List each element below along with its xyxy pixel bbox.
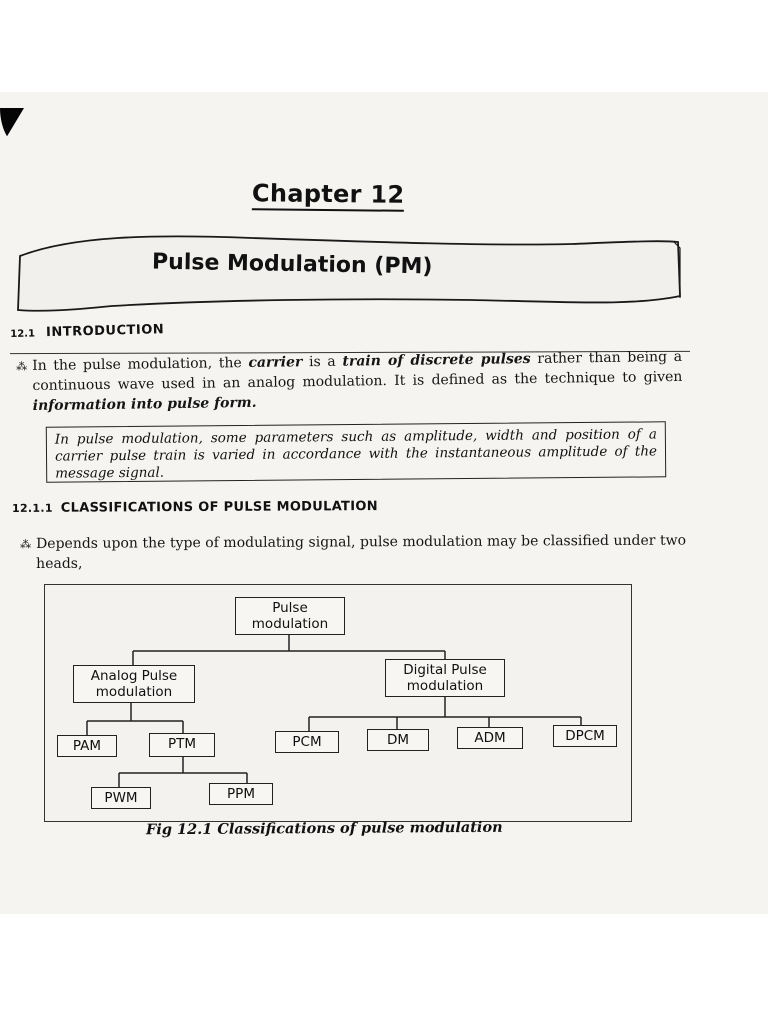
- node-ptm: PTM: [149, 733, 215, 757]
- node-dm: DM: [367, 729, 429, 751]
- node-label: Analog Pulse: [90, 668, 178, 684]
- node-pulse-modulation: Pulse modulation: [235, 597, 345, 635]
- intro-paragraph: ⁂ In the pulse modulation, the carrier i…: [16, 347, 683, 416]
- node-label: modulation: [406, 678, 484, 694]
- intro-info: information into pulse form.: [32, 394, 257, 414]
- node-pwm: PWM: [91, 787, 151, 809]
- node-dpcm: DPCM: [553, 725, 617, 747]
- diagram-connectors: [86, 633, 582, 787]
- subsection-number: 12.1.1: [11, 501, 53, 515]
- section-title: INTRODUCTION: [45, 322, 165, 341]
- figure-caption: Fig 12.1 Classifications of pulse modula…: [145, 818, 503, 839]
- node-adm: ADM: [457, 727, 523, 749]
- subsection-title: CLASSIFICATIONS OF PULSE MODULATION: [60, 499, 378, 516]
- title-banner: Pulse Modulation (PM): [12, 226, 682, 320]
- classify-paragraph: ⁂ Depends upon the type of modulating si…: [20, 531, 687, 574]
- intro-text-2: is a: [302, 353, 343, 371]
- node-ppm: PPM: [209, 783, 273, 805]
- chapter-heading: Chapter 12: [251, 179, 405, 212]
- node-label: Pulse: [272, 600, 308, 616]
- page-title: Pulse Modulation (PM): [151, 249, 433, 280]
- node-analog-pulse-modulation: Analog Pulse modulation: [73, 665, 195, 703]
- classification-diagram: Pulse modulation Analog Pulse modulation…: [44, 584, 632, 822]
- section-number: 12.1: [10, 328, 36, 340]
- intro-carrier: carrier: [248, 354, 303, 371]
- intro-train: train of discrete pulses: [342, 351, 531, 370]
- node-digital-pulse-modulation: Digital Pulse modulation: [385, 659, 505, 697]
- definition-box: In pulse modulation, some parameters suc…: [45, 421, 667, 483]
- subsection-heading: 12.1.1 CLASSIFICATIONS OF PULSE MODULATIO…: [12, 499, 378, 516]
- node-label: modulation: [95, 684, 173, 700]
- node-label: modulation: [251, 616, 329, 632]
- bullet-icon: ⁂: [20, 538, 32, 552]
- node-pam: PAM: [57, 735, 117, 757]
- classify-text: Depends upon the type of modulating sign…: [36, 532, 687, 572]
- banner-frame: [17, 235, 681, 312]
- node-label: Digital Pulse: [403, 662, 487, 678]
- bullet-icon: ⁂: [16, 360, 28, 374]
- node-pcm: PCM: [275, 731, 339, 753]
- intro-text-1: In the pulse modulation, the: [32, 354, 249, 374]
